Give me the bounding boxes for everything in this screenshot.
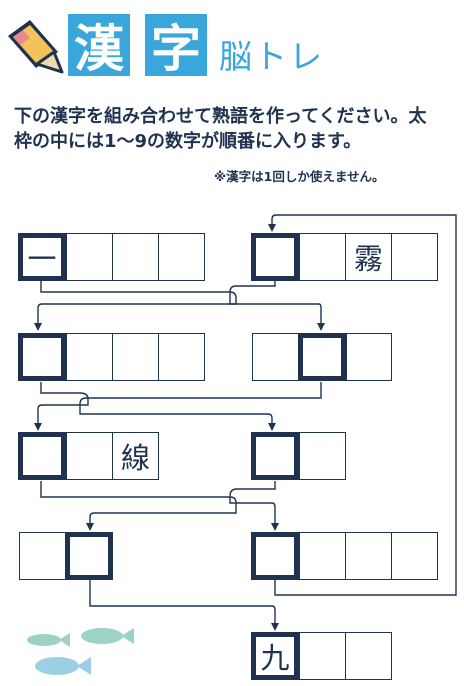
title-tile: 字 (145, 14, 207, 78)
puzzle-cell[interactable] (299, 233, 346, 281)
puzzle-cell[interactable] (112, 333, 159, 381)
connector-line (229, 481, 279, 531)
puzzle-cell[interactable] (252, 333, 299, 381)
pencil-icon (8, 20, 64, 74)
puzzle-cell[interactable] (66, 432, 113, 480)
title-tile: 漢 (68, 14, 130, 78)
connector-line (89, 580, 279, 631)
connector-line (229, 279, 325, 331)
puzzle-cell-1[interactable]: 一 (18, 233, 66, 281)
instructions-text: 下の漢字を組み合わせて熟語を作ってください。太枠の中には1～9の数字が順番に入り… (14, 106, 427, 152)
connector-line (40, 481, 237, 531)
puzzle-cell-7[interactable] (251, 532, 299, 580)
puzzle-cell[interactable] (112, 233, 159, 281)
fish-icon (81, 628, 134, 644)
puzzle-cell[interactable] (158, 233, 205, 281)
puzzle-cell-8[interactable] (65, 532, 113, 580)
connector-line (34, 279, 237, 331)
puzzle-cell[interactable] (346, 333, 392, 381)
fish-icon (27, 633, 70, 647)
connector-line (268, 214, 457, 596)
rule-note: ※漢字は1回しか使えません。 (214, 169, 385, 184)
header-logo (8, 20, 64, 74)
puzzle-cell[interactable] (66, 233, 113, 281)
puzzle-cell[interactable] (66, 333, 113, 381)
puzzle-cell[interactable] (345, 632, 392, 680)
fish-icon (35, 657, 91, 675)
header-subtitle: 脳トレ (219, 37, 324, 76)
connector-line (34, 382, 89, 431)
puzzle-cell[interactable] (391, 233, 438, 281)
puzzle-cell-6[interactable] (251, 432, 299, 480)
puzzle-cell[interactable] (345, 532, 392, 580)
puzzle-cell-9[interactable]: 九 (251, 632, 299, 680)
puzzle-cell[interactable]: 線 (112, 432, 159, 480)
puzzle-cell[interactable] (299, 432, 346, 480)
puzzle-cell-5[interactable] (18, 432, 66, 480)
connector-line (79, 382, 322, 431)
puzzle-cell-3[interactable] (18, 333, 66, 381)
puzzle-cell-2[interactable] (251, 233, 299, 281)
puzzle-cell[interactable] (391, 532, 438, 580)
puzzle-cell-4[interactable] (298, 333, 346, 381)
puzzle-cell[interactable] (158, 333, 205, 381)
